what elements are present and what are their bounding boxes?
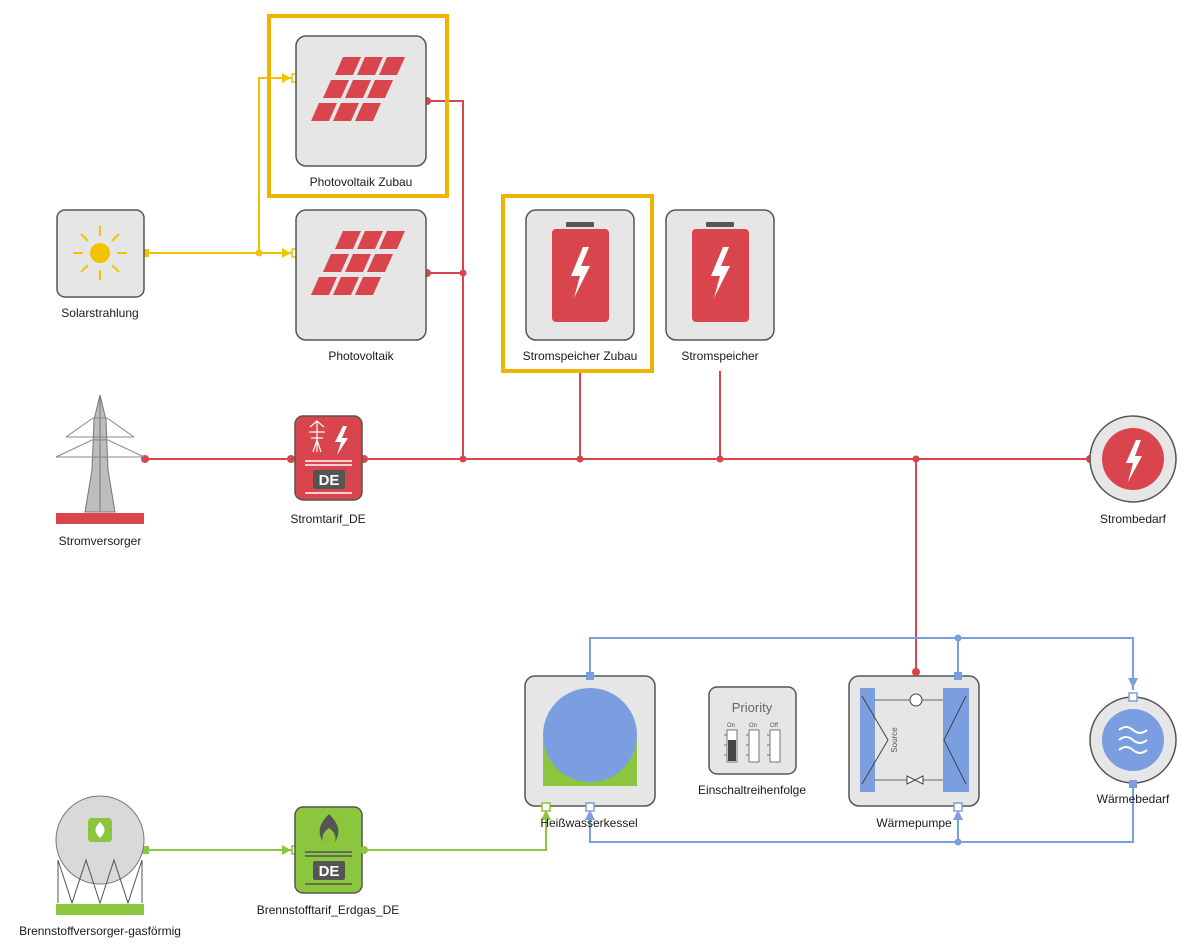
node-priority[interactable]: Priority On On Off Einschaltreihenfolge <box>698 686 806 797</box>
node-heat-pump[interactable]: Source Wärmepumpe <box>848 668 980 830</box>
node-label: Stromtarif_DE <box>290 512 365 526</box>
node-label: Photovoltaik <box>328 349 394 363</box>
tariff-icon <box>309 420 325 453</box>
node-label: Stromversorger <box>59 534 142 548</box>
connections <box>141 73 1138 855</box>
port[interactable] <box>541 802 551 812</box>
port[interactable] <box>360 846 368 854</box>
lightning-icon <box>335 426 348 455</box>
node-label: Brennstofftarif_Erdgas_DE <box>257 903 400 917</box>
node-label: Stromspeicher <box>681 349 758 363</box>
port[interactable] <box>586 672 594 680</box>
node-storage[interactable]: Stromspeicher <box>665 209 775 363</box>
svg-text:On: On <box>727 723 735 729</box>
sun-icon <box>73 226 127 280</box>
selection-frame <box>267 14 449 198</box>
gas-tank-icon <box>55 795 145 915</box>
node-label: Stromspeicher Zubau <box>523 349 638 363</box>
node-solar[interactable]: Solarstrahlung <box>56 209 145 320</box>
power-pylon-icon <box>55 394 145 524</box>
priority-title: Priority <box>732 700 773 715</box>
arrow-icon <box>541 810 551 820</box>
node-label: Brennstoffversorger-gasförmig <box>19 924 181 938</box>
arrow-icon <box>585 810 595 820</box>
country-badge <box>313 470 345 489</box>
node-pv-zubau[interactable]: Photovoltaik Zubau <box>267 14 449 198</box>
node-heat-demand[interactable]: Wärmebedarf <box>1089 692 1177 806</box>
boiler-icon <box>543 688 637 786</box>
solar-panel-icon <box>311 57 405 121</box>
priority-switches: On On Off <box>724 723 781 763</box>
arrow-icon <box>953 810 963 820</box>
electric-connection[interactable] <box>145 100 1090 672</box>
node-grid-supplier[interactable]: Stromversorger <box>55 394 145 548</box>
battery-icon <box>692 222 749 322</box>
junction-dots <box>954 634 962 846</box>
selection-frame <box>501 194 654 373</box>
port[interactable] <box>912 668 920 676</box>
node-power-tariff[interactable]: DE Stromtarif_DE <box>290 415 366 526</box>
port[interactable] <box>954 672 962 680</box>
node-label: Wärmebedarf <box>1097 792 1170 806</box>
lightning-icon <box>1126 440 1142 482</box>
svg-text:On: On <box>749 723 757 729</box>
node-power-demand[interactable]: Strombedarf <box>1089 415 1177 526</box>
port[interactable] <box>585 802 595 812</box>
svg-text:DE: DE <box>319 863 340 880</box>
svg-text:Off: Off <box>770 723 778 729</box>
port[interactable] <box>953 802 963 812</box>
node-label: Strombedarf <box>1100 512 1167 526</box>
country-badge <box>313 861 345 880</box>
node-gas-tariff[interactable]: DE Brennstofftarif_Erdgas_DE <box>257 806 400 917</box>
flame-icon <box>319 814 339 842</box>
node-gas-supplier[interactable]: Brennstoffversorger-gasförmig <box>19 795 181 938</box>
node-label: Solarstrahlung <box>61 306 138 320</box>
node-label: Wärmepumpe <box>876 816 952 830</box>
arrow-icon <box>1128 678 1138 688</box>
battery-icon <box>552 222 609 322</box>
port[interactable] <box>1128 692 1138 702</box>
node-pv[interactable]: Photovoltaik <box>295 209 427 363</box>
heat-wave-icon <box>1118 726 1148 754</box>
node-label: Heißwasserkessel <box>540 816 637 830</box>
arrow-icon <box>282 73 291 83</box>
arrow-icon <box>282 248 291 258</box>
port[interactable] <box>141 249 149 257</box>
solar-panel-icon <box>311 231 405 295</box>
node-label: Photovoltaik Zubau <box>310 175 413 189</box>
heat-connection[interactable] <box>589 637 1134 843</box>
heat-pump-icon: Source <box>860 688 969 792</box>
solar-connection[interactable] <box>146 77 296 254</box>
port[interactable] <box>1129 780 1137 788</box>
port[interactable] <box>141 846 149 854</box>
source-label: Source <box>890 727 899 753</box>
svg-text:DE: DE <box>319 472 340 489</box>
node-label: Einschaltreihenfolge <box>698 783 806 797</box>
node-storage-zubau[interactable]: Stromspeicher Zubau <box>501 194 654 373</box>
junction-dot <box>255 249 263 257</box>
arrow-icon <box>282 845 291 855</box>
gas-connection[interactable] <box>145 808 547 851</box>
node-boiler[interactable]: Heißwasserkessel <box>524 672 656 830</box>
